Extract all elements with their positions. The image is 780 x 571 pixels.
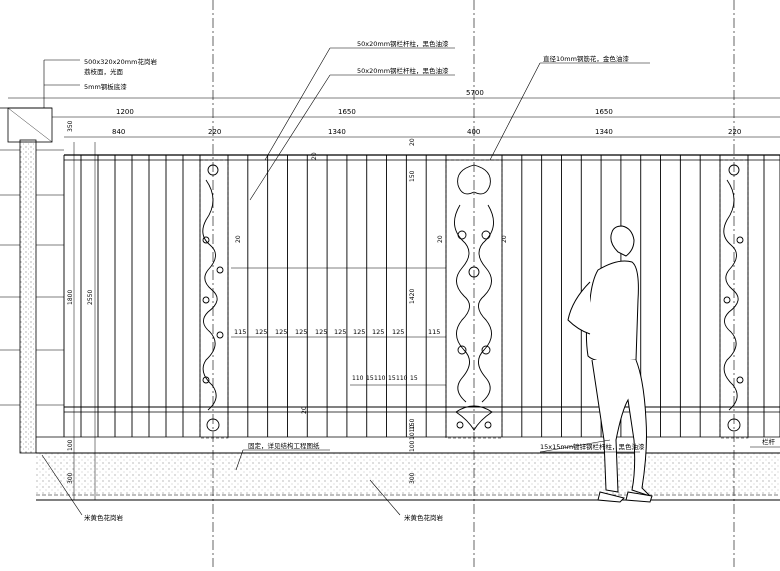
note-post: 15x15mm镀锌钢栏杆柱，黑色油漆 (540, 442, 645, 451)
note-rail-top: 50x20mm钢栏杆柱，黑色油漆 (357, 39, 449, 48)
dim-small-2: 20 (235, 235, 242, 243)
detail-dim: 110 (374, 375, 386, 382)
dim-small-3: 20 (437, 235, 444, 243)
note-ground-right: 米黄色花岗岩 (404, 513, 444, 522)
note-stone-cap: 500x320x20mm花岗岩 (84, 57, 157, 66)
dim-sub-2: 220 (208, 128, 221, 136)
ornament-panel-right (719, 159, 749, 439)
dim-left-5: 100 (67, 439, 74, 451)
note-steel-plate: 5mm钢板底漆 (84, 82, 127, 91)
ornament-panel-center (445, 159, 503, 439)
detail-dim: 110 (352, 375, 364, 382)
dim-sub-5: 1340 (595, 128, 613, 136)
note-rail-mid: 50x20mm钢栏杆柱，黑色油漆 (357, 66, 449, 75)
bar-dim: 125 (275, 328, 287, 336)
dim-left-4: 300 (67, 472, 74, 484)
human-figure (567, 225, 653, 503)
detail-dim: 15 (366, 375, 374, 382)
bar-dim: 115 (428, 328, 440, 336)
dim-panel-height: 1420 (409, 289, 416, 304)
dim-top-1: 1200 (116, 108, 134, 116)
bar-dim: 125 (372, 328, 384, 336)
dim-sub-1: 840 (112, 128, 125, 136)
dim-sub-3: 1340 (328, 128, 346, 136)
dim-sub-4: 400 (467, 128, 480, 136)
dim-mid-3: 1010 (409, 425, 416, 440)
bar-dim: 125 (334, 328, 346, 336)
dim-mid-4: 20 (409, 138, 416, 146)
dim-mid-6: 300 (409, 472, 416, 484)
detail-spacing-dims: 110 15 110 15 110 15 (352, 375, 418, 382)
dim-left-2: 1800 (67, 290, 74, 305)
dim-small-5: 20 (301, 406, 308, 414)
ground-base (36, 436, 780, 501)
note-base: 固定，详见结构工程图纸 (248, 441, 320, 450)
fence-bars (63, 155, 780, 437)
detail-dim: 15 (410, 375, 418, 382)
bar-dim: 125 (392, 328, 404, 336)
dim-left-1: 350 (67, 120, 74, 132)
bar-dim: 125 (353, 328, 365, 336)
dim-total: 5700 (466, 89, 484, 97)
stone-pillar (0, 107, 64, 454)
bar-dim: 115 (234, 328, 246, 336)
leader-lines (41, 47, 780, 516)
note-stone-cap-2: 荔枝面，光面 (84, 67, 124, 76)
note-ornament: 直径10mm钢筋花，金色油漆 (543, 54, 629, 63)
dim-small-4: 20 (501, 235, 508, 243)
detail-dim: 15 (388, 375, 396, 382)
bar-dim: 125 (295, 328, 307, 336)
dim-top-2: 1650 (338, 108, 356, 116)
bar-spacing-dims: 115 125 125 125 125 125 125 125 125 115 (234, 328, 440, 336)
dim-top-3: 1650 (595, 108, 613, 116)
dim-mid-2: 100 (409, 440, 416, 452)
ornament-panel-left (199, 159, 229, 439)
dim-small-1: 20 (311, 152, 318, 160)
dim-mid-5: 150 (409, 418, 416, 430)
detail-dim: 110 (396, 375, 408, 382)
note-ground-left: 米黄色花岗岩 (84, 513, 124, 522)
top-rails (64, 154, 780, 413)
bar-dim: 125 (255, 328, 267, 336)
note-edge: 栏杆 (762, 437, 776, 446)
bar-dim: 125 (315, 328, 327, 336)
dim-left-3: 2550 (87, 290, 94, 305)
dimension-lines (8, 97, 780, 500)
dim-sub-6: 220 (728, 128, 741, 136)
dim-mid-1: 150 (409, 170, 416, 182)
